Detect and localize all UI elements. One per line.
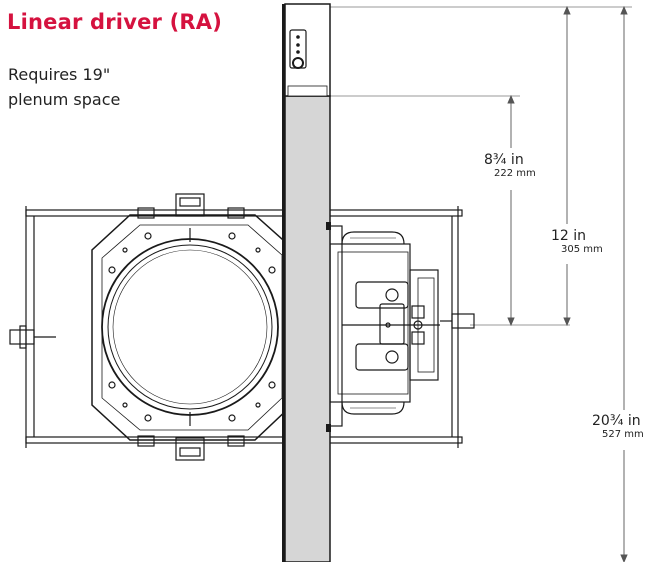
dimension-driver-metric: 222 mm: [494, 168, 536, 179]
dim-line-mid: [563, 5, 571, 327]
driver-enclosure: [311, 225, 440, 427]
dim-line-driver: [507, 94, 515, 327]
dimension-total-imperial: 20¾ in: [592, 413, 641, 429]
plenum-note-line-1: Requires 19": [8, 65, 111, 84]
dim-line-total: [620, 5, 628, 562]
plenum-note: Requires 19" plenum space: [8, 62, 188, 112]
dimension-driver-imperial: 8¾ in: [484, 152, 524, 168]
plenum-note-line-2: plenum space: [8, 90, 121, 109]
dimension-total: 20¾ in 527 mm: [592, 413, 644, 441]
extension-lines: [330, 6, 632, 326]
driver-column: [282, 3, 331, 562]
dimension-mid-imperial: 12 in: [551, 228, 587, 244]
dimension-driver: 8¾ in 222 mm: [484, 152, 536, 180]
page-title: Linear driver (RA): [7, 10, 223, 34]
dimension-mid: 12 in 305 mm: [551, 228, 603, 256]
dimension-total-metric: 527 mm: [602, 429, 644, 440]
dimension-mid-metric: 305 mm: [561, 244, 603, 255]
speaker-bracket: [91, 193, 293, 461]
